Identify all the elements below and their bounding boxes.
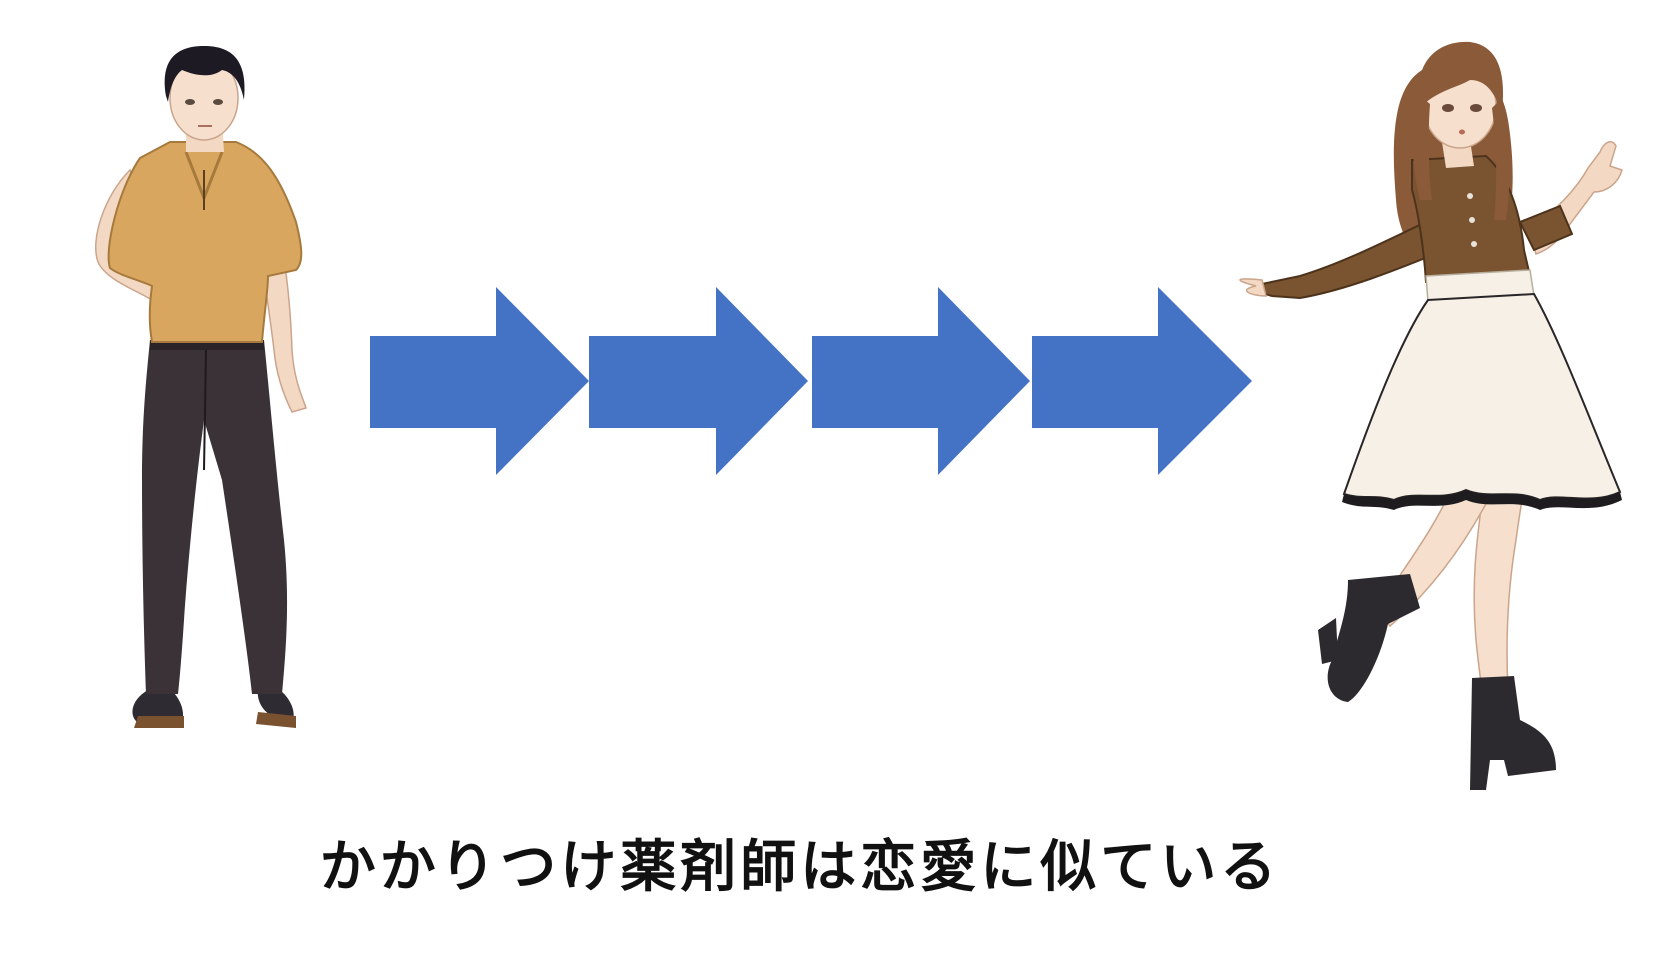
arrow-2 bbox=[589, 287, 808, 475]
woman-illustration bbox=[1239, 41, 1623, 790]
arrow-3 bbox=[812, 287, 1030, 475]
arrow-4 bbox=[1032, 287, 1252, 475]
diagram-caption: かかりつけ薬剤師は恋愛に似ている bbox=[319, 835, 1281, 900]
arrow-1 bbox=[370, 287, 589, 475]
arrow-sequence bbox=[370, 287, 1252, 475]
man-illustration bbox=[95, 46, 307, 728]
